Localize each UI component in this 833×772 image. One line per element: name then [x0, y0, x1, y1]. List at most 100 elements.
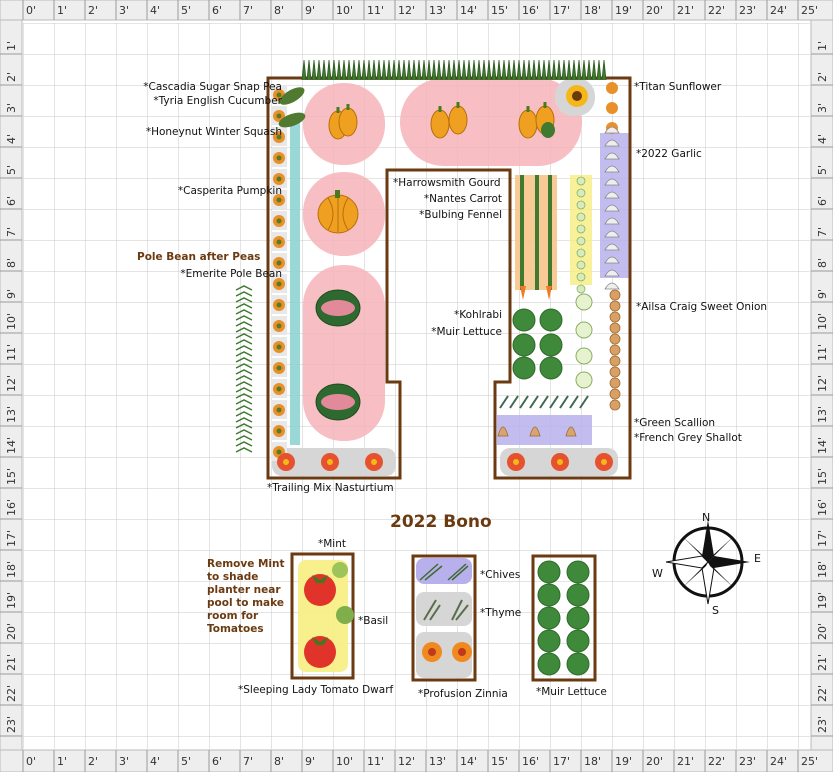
ruler-top-label: 13' — [429, 4, 446, 17]
ruler-top-label: 21' — [677, 4, 694, 17]
ruler-bottom-label: 13' — [429, 755, 446, 768]
snap-pea-leaf — [601, 59, 607, 81]
ruler-left-label: 9' — [5, 289, 18, 299]
snap-pea-leaf — [591, 59, 597, 81]
squash-stem — [438, 106, 442, 112]
ruler-bottom-label: 18' — [584, 755, 601, 768]
melon-flesh — [321, 300, 355, 316]
garlic-icon — [604, 204, 620, 212]
bean-flower-center — [276, 92, 282, 98]
squash-stem — [336, 107, 340, 113]
snap-pea-leaf — [451, 59, 457, 81]
ruler-left-label: 14' — [5, 437, 18, 454]
squash-stem — [456, 102, 460, 108]
label-tomato: *Sleeping Lady Tomato Dwarf — [238, 684, 394, 696]
carrot-icon — [546, 286, 552, 300]
bean-flower-center — [276, 428, 282, 434]
fennel-icon — [576, 200, 586, 210]
vine-leaf — [235, 351, 253, 357]
snap-pea-leaf — [481, 59, 487, 81]
ruler-left-label: 12' — [5, 375, 18, 392]
vine-leaf — [235, 345, 253, 351]
ruler-right-label: 18' — [816, 561, 829, 578]
ruler-right-label: 9' — [816, 289, 829, 299]
snap-pea-leaf — [321, 59, 327, 81]
shallot-zone — [497, 415, 592, 445]
mint-note-line: Tomatoes — [207, 623, 264, 635]
label-pumpkin: *Casperita Pumpkin — [178, 185, 282, 197]
ruler-top-label: 19' — [615, 4, 632, 17]
label-gourd: *Harrowsmith Gourd — [393, 177, 501, 189]
ruler-right-label: 23' — [816, 716, 829, 733]
herb-bed — [411, 554, 477, 682]
fennel-icon — [576, 224, 586, 234]
main-bed-border — [266, 76, 632, 480]
snap-pea-leaf — [356, 59, 362, 81]
ruler-top-label: 18' — [584, 4, 601, 17]
ruler-top-label: 23' — [739, 4, 756, 17]
flower-icon — [606, 102, 618, 114]
ruler-right-label: 8' — [816, 258, 829, 268]
snap-pea-leaf — [316, 59, 322, 81]
garlic-icon — [604, 243, 620, 251]
onion-icon — [609, 311, 621, 323]
ruler-top-label: 3' — [119, 4, 129, 17]
squash-stem — [543, 102, 547, 108]
kohlrabi-icon — [575, 293, 593, 311]
garlic-icon — [604, 282, 620, 290]
snap-pea-leaf — [516, 59, 522, 81]
ruler-left-label: 4' — [5, 134, 18, 144]
ruler-left-label: 15' — [5, 468, 18, 485]
kohlrabi-icon — [575, 347, 593, 365]
ruler-top-label: 10' — [336, 4, 353, 17]
snap-pea-leaf — [576, 59, 582, 81]
squash-icon — [448, 105, 468, 135]
scallion-icon — [579, 395, 589, 409]
squash-stem — [346, 104, 350, 110]
ruler-bottom-label: 2' — [88, 755, 98, 768]
snap-pea-leaf — [581, 59, 587, 81]
ruler-top-label: 7' — [243, 4, 253, 17]
ruler-right-label: 12' — [816, 375, 829, 392]
vine-leaf — [235, 441, 253, 447]
ruler-bottom-label: 23' — [739, 755, 756, 768]
lettuce-icon — [566, 652, 590, 676]
label-pole-bean: *Emerite Pole Bean — [180, 268, 282, 280]
garlic-icon — [604, 269, 620, 277]
squash-leaf — [541, 122, 555, 138]
ruler-right-label: 7' — [816, 227, 829, 237]
ruler-top-label: 17' — [553, 4, 570, 17]
snap-pea-leaf — [556, 59, 562, 81]
ruler-bottom-label: 7' — [243, 755, 253, 768]
snap-pea-leaf — [401, 59, 407, 81]
ruler-left-label: 8' — [5, 258, 18, 268]
lettuce-icon — [566, 560, 590, 584]
cucumber-plants — [278, 87, 306, 128]
snap-pea-leaf — [441, 59, 447, 81]
ruler-top-label: 1' — [57, 4, 67, 17]
snap-pea-leaf — [506, 59, 512, 81]
gourd-stalks — [520, 175, 552, 290]
ruler-bottom-label: 22' — [708, 755, 725, 768]
scallion-icon — [529, 395, 539, 409]
ruler-right-label: 5' — [816, 165, 829, 175]
bean-flower-center — [276, 218, 282, 224]
label-shallot: *French Grey Shallot — [634, 432, 742, 444]
garlic-icon — [604, 178, 620, 186]
ruler-left-label: 1' — [5, 41, 18, 51]
ruler-bottom-label: 8' — [274, 755, 284, 768]
vine-leaf — [235, 381, 253, 387]
bean-flower-center — [276, 449, 282, 455]
left-ruler — [0, 19, 23, 751]
vine-leaf — [235, 369, 253, 375]
chives-zone — [416, 558, 472, 584]
ruler-bottom-label: 3' — [119, 755, 129, 768]
pole-bean-note: Pole Bean after Peas — [137, 251, 260, 263]
scallion-icon — [549, 395, 559, 409]
ruler-bottom-label: 15' — [491, 755, 508, 768]
ruler-bottom-label: 25' — [801, 755, 818, 768]
snap-pea-leaf — [336, 59, 342, 81]
kohlrabi-icon — [575, 321, 593, 339]
ruler-bottom-label: 1' — [57, 755, 67, 768]
